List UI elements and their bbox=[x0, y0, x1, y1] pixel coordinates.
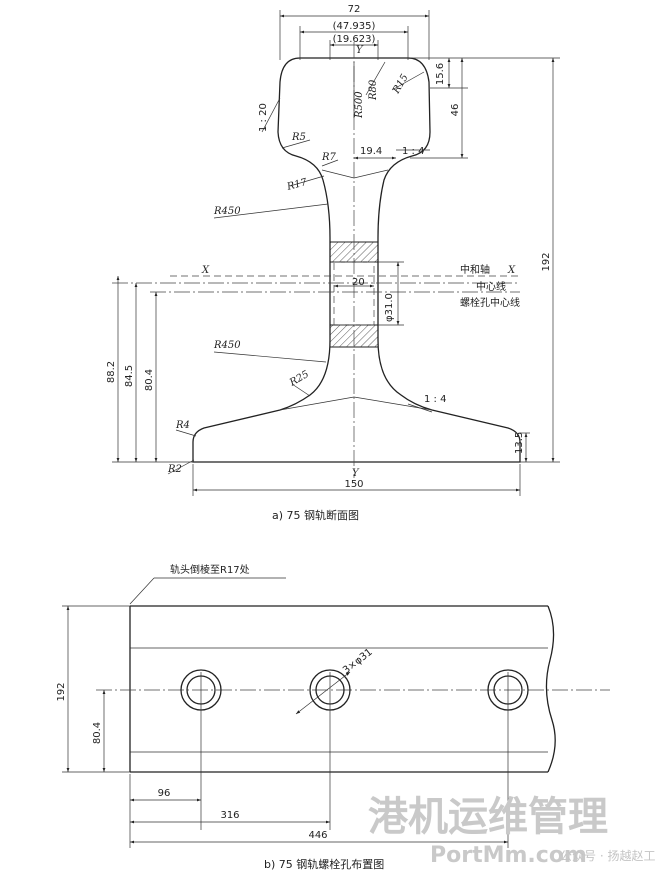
foot-top-line bbox=[279, 396, 433, 411]
leader-slope-foot bbox=[407, 403, 433, 413]
axis-x-right: X bbox=[507, 265, 516, 276]
break-line bbox=[545, 605, 556, 773]
slope-1-20: 1 : 20 bbox=[258, 103, 269, 132]
dim-72: 72 bbox=[348, 4, 361, 15]
radius-r450-bottom: R450 bbox=[213, 340, 241, 351]
head-underside-line bbox=[321, 169, 389, 179]
dim-47935: (47.935) bbox=[333, 21, 376, 32]
radius-r25: R25 bbox=[287, 369, 311, 389]
leader-holes bbox=[295, 671, 351, 715]
dim-phi31-0: φ31.0 bbox=[384, 293, 395, 322]
radius-r4: R4 bbox=[175, 420, 190, 431]
dim-88-2: 88.2 bbox=[106, 361, 117, 383]
axis-x-left: X bbox=[201, 265, 210, 276]
watermark-title: 港机运维管理 bbox=[368, 794, 608, 840]
axis-y-bottom: Y bbox=[352, 468, 360, 479]
dim-15-6: 15.6 bbox=[435, 63, 446, 85]
dim-96: 96 bbox=[158, 788, 171, 799]
top-dimensions bbox=[279, 10, 430, 60]
rail-side-view bbox=[96, 605, 610, 773]
dim-19623: (19.623) bbox=[333, 34, 376, 45]
label-neutral-axis: 中和轴 bbox=[460, 263, 490, 276]
dim-150: 150 bbox=[344, 479, 363, 490]
caption-a: a) 75 钢轨断面图 bbox=[272, 508, 359, 522]
note-leader bbox=[129, 577, 155, 605]
dim-192-section: 192 bbox=[541, 252, 552, 271]
dim-80-4-side: 80.4 bbox=[92, 722, 103, 744]
caption-b: b) 75 钢轨螺栓孔布置图 bbox=[264, 857, 384, 871]
radius-r500: R500 bbox=[354, 91, 365, 119]
watermark-site: PortMm.com bbox=[430, 843, 587, 868]
rail-profile-outline bbox=[192, 57, 521, 463]
leader-r450-top bbox=[213, 203, 329, 219]
radius-r17: R17 bbox=[285, 177, 309, 193]
dim-316: 316 bbox=[220, 810, 239, 821]
left-dimensions bbox=[112, 276, 193, 463]
slope-1-4-foot: 1 : 4 bbox=[424, 394, 446, 405]
head-radius-leaders bbox=[261, 61, 425, 187]
watermark-credit: 公众号 · 扬越赵工 bbox=[560, 848, 655, 863]
dim-3x-phi31: 3×φ31 bbox=[341, 647, 375, 677]
dim-84-5: 84.5 bbox=[124, 365, 135, 387]
radius-r80: R80 bbox=[368, 79, 379, 101]
radius-r7: R7 bbox=[321, 152, 337, 163]
radius-r15: R15 bbox=[391, 72, 411, 96]
slope-1-4-head: 1 : 4 bbox=[402, 146, 424, 157]
dim-19-4: 19.4 bbox=[360, 146, 382, 157]
note-chamfer: 轨头倒棱至R17处 bbox=[170, 563, 250, 576]
right-dimensions bbox=[410, 57, 560, 463]
dim-192-side: 192 bbox=[56, 682, 67, 701]
leader-r450-bottom bbox=[213, 351, 327, 363]
dim-446: 446 bbox=[308, 830, 327, 841]
dim-13-5: 13.5 bbox=[514, 432, 525, 454]
radius-r2: R2 bbox=[167, 464, 182, 475]
dim-46: 46 bbox=[450, 104, 461, 117]
label-center-line: 中心线 bbox=[476, 280, 506, 293]
radius-r5: R5 bbox=[291, 132, 306, 143]
leader-r2 bbox=[167, 459, 195, 475]
leader-r25 bbox=[291, 383, 311, 397]
axis-y-top: Y bbox=[356, 45, 364, 56]
dim-20: 20 bbox=[352, 277, 365, 288]
leader-r4 bbox=[175, 429, 197, 437]
radius-r450-top: R450 bbox=[213, 206, 241, 217]
dim-80-4-section: 80.4 bbox=[144, 369, 155, 391]
label-bolt-center: 螺栓孔中心线 bbox=[460, 296, 520, 309]
